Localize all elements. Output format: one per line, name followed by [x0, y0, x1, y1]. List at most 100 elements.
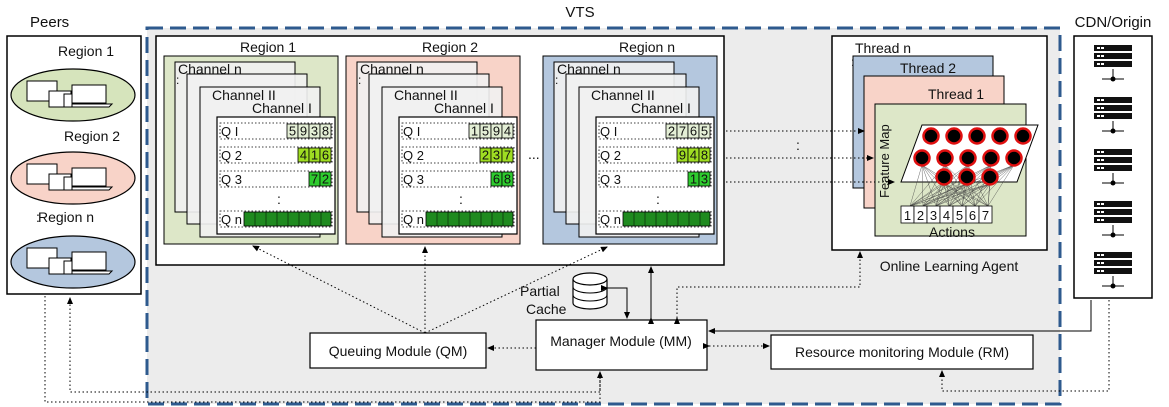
- queue-ellipsis: :: [459, 191, 463, 207]
- neuron-node: [959, 149, 977, 167]
- channel-ii-label: Channel II: [212, 87, 276, 103]
- action-number: 2: [917, 208, 924, 223]
- thread-n-label: Thread n: [855, 40, 911, 56]
- queue-fill: [425, 211, 514, 227]
- network-edge: [961, 183, 991, 207]
- neuron-node: [922, 127, 940, 145]
- channel-ellipsis: :: [555, 73, 558, 87]
- network-edge: [909, 183, 945, 207]
- laptop-icon: [71, 167, 107, 187]
- queue-slot: [219, 210, 333, 228]
- channel-ii-label: Channel II: [591, 87, 655, 103]
- server-led: [1097, 159, 1100, 161]
- queue-digit: 2: [668, 124, 675, 139]
- neuron-node: [935, 168, 953, 186]
- queue-fill: [243, 211, 332, 227]
- server-led: [1101, 203, 1104, 205]
- server-led: [1101, 254, 1104, 256]
- queue-digit: 1: [690, 172, 697, 187]
- network-edge: [909, 164, 923, 207]
- server-led: [1101, 107, 1104, 109]
- queue-label: Q 2: [600, 148, 621, 163]
- network-edge: [909, 183, 968, 207]
- channel-i-label: Channel I: [631, 100, 691, 116]
- channel-i-label: Channel I: [434, 100, 494, 116]
- queue-digit: 8: [322, 124, 329, 139]
- queue-digit: 6: [493, 172, 500, 187]
- laptop-icon: [71, 84, 107, 104]
- peer-region-2: Region 2: [10, 128, 136, 205]
- network-edge: [966, 183, 989, 207]
- network-edge: [921, 164, 937, 207]
- server-node: [1110, 76, 1116, 82]
- queue-digit: 3: [701, 172, 708, 187]
- queue-digit: 3: [311, 124, 318, 139]
- network-edge: [948, 183, 968, 207]
- server-led: [1097, 99, 1100, 101]
- queue-slot: [219, 122, 333, 140]
- queue-digit: 7: [311, 172, 318, 187]
- network-edge: [943, 183, 950, 207]
- peer-region-label: Region 2: [64, 128, 120, 144]
- neuron-node: [913, 149, 931, 167]
- server-led: [1097, 167, 1100, 169]
- server-led: [1101, 262, 1104, 264]
- queue-slot: [401, 170, 515, 188]
- server-icon: [1094, 149, 1132, 186]
- server-icon: [1094, 45, 1132, 82]
- server-icon: [1094, 252, 1132, 289]
- server-led: [1101, 151, 1104, 153]
- queue-digit: 6: [690, 124, 697, 139]
- server-led: [1101, 159, 1104, 161]
- channel-n-label: Channel n: [557, 61, 621, 77]
- queue-digit: 2: [482, 148, 489, 163]
- server-led: [1097, 203, 1100, 205]
- network-edge: [966, 183, 976, 207]
- network-edge: [935, 183, 991, 207]
- queue-label: Q n: [403, 212, 424, 227]
- thread-2-label: Thread 2: [900, 60, 956, 76]
- queue-slot: [598, 210, 712, 228]
- queue-slot: [598, 170, 712, 188]
- neuron-node: [981, 168, 999, 186]
- server-led: [1097, 107, 1100, 109]
- peers-title: Peers: [30, 14, 69, 31]
- server-icon: [1094, 201, 1132, 238]
- action-number: 1: [904, 208, 911, 223]
- peer-ellipsis: :: [36, 209, 40, 225]
- laptop-base-icon: [64, 186, 114, 191]
- region-ellipsis: ...: [528, 146, 540, 162]
- server-unit: [1094, 157, 1132, 163]
- network-edge: [987, 164, 1015, 207]
- server-led: [1101, 99, 1104, 101]
- server-led: [1101, 55, 1104, 57]
- network-edge: [948, 183, 991, 207]
- server-node: [1110, 180, 1116, 186]
- queue-digit: 1: [311, 148, 318, 163]
- queue-digit: 3: [493, 148, 500, 163]
- queue-label: Q n: [221, 212, 242, 227]
- queue-label: Q 3: [403, 172, 424, 187]
- cache-database-icon: [572, 272, 608, 310]
- server-led: [1097, 47, 1100, 49]
- network-edge: [922, 183, 991, 207]
- server-unit: [1094, 53, 1132, 59]
- action-cell: [978, 205, 993, 224]
- network-edge: [921, 164, 989, 207]
- channel-ellipsis: :: [358, 73, 361, 87]
- queue-label: Q 2: [221, 148, 242, 163]
- channel-n-label: Channel n: [360, 61, 424, 77]
- connectors: [44, 128, 1110, 403]
- queue-digit: 5: [289, 124, 296, 139]
- queue-digit: 5: [482, 124, 489, 139]
- queuing-module-box: [309, 332, 487, 369]
- network-edge: [935, 183, 945, 207]
- network-edge: [943, 183, 989, 207]
- region-title: Region n: [619, 39, 675, 55]
